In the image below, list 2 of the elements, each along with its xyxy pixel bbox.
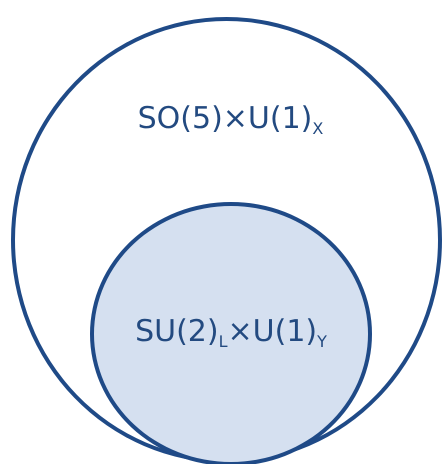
group-label: SU(2)$_{L}$×U(1)$_{Y}$	[134, 314, 328, 351]
group-label: SO(5)×U(1)$_{X}$	[136, 101, 324, 138]
